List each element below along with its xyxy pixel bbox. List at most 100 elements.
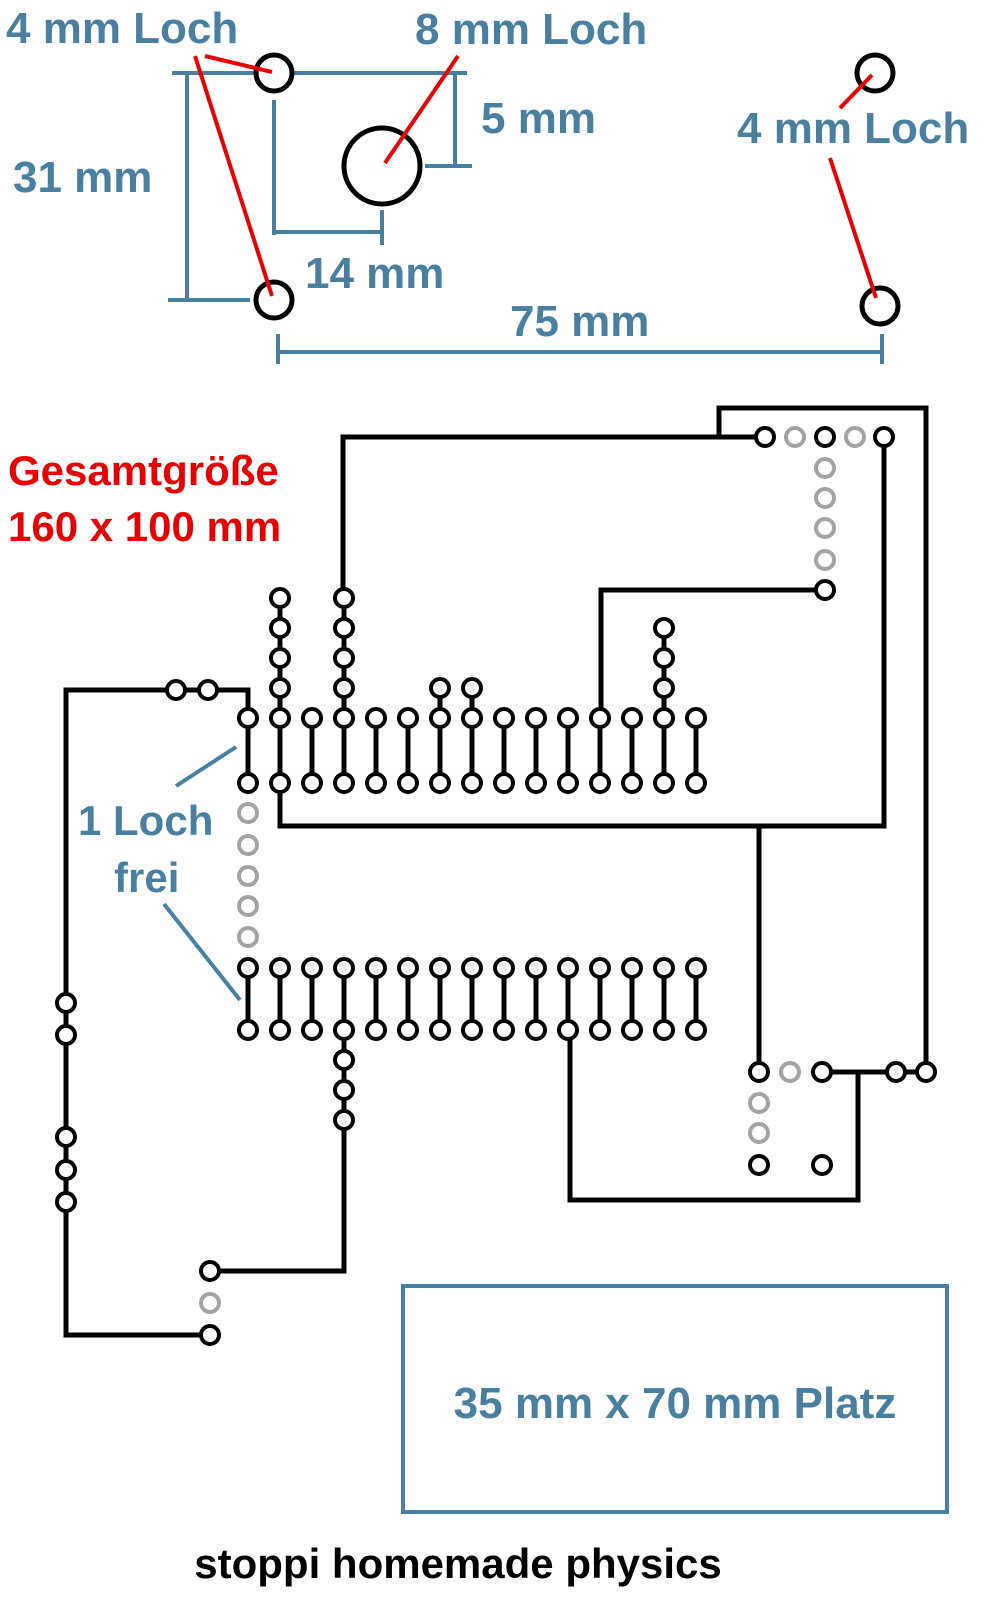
pad-br-free-3 xyxy=(748,1122,770,1144)
pad-stack-b-4 xyxy=(333,677,355,699)
pad-lower-row1-4 xyxy=(333,957,355,979)
label-total-size: Gesamtgröße xyxy=(8,447,279,494)
free-space-box xyxy=(401,1284,949,1514)
pad-stack-a-3 xyxy=(269,647,291,669)
pad-upper-row1-5 xyxy=(365,707,387,729)
pad-stack-e-1 xyxy=(653,617,675,639)
pad-br-1 xyxy=(748,1061,770,1083)
pad-upper-row1-8 xyxy=(461,707,483,729)
pad-upper-row1-1 xyxy=(237,707,259,729)
pad-upper-row2-13 xyxy=(621,772,643,794)
pads xyxy=(55,426,937,1346)
pad-left-col-4 xyxy=(55,1159,77,1181)
pad-stack-e-2 xyxy=(653,647,675,669)
pad-upper-row2-7 xyxy=(429,772,451,794)
pad-tr-2 xyxy=(814,426,836,448)
dimension-lines xyxy=(168,71,884,364)
pad-lower-row1-7 xyxy=(429,957,451,979)
pad-lower-row1-10 xyxy=(525,957,547,979)
pad-stack-d-1 xyxy=(461,677,483,699)
pad-lower-row2-7 xyxy=(429,1019,451,1041)
pad-lower-row2-11 xyxy=(557,1019,579,1041)
pad-tr-col-free-3 xyxy=(814,517,836,539)
pad-lower-row2-15 xyxy=(685,1019,707,1041)
pad-stack-c-1 xyxy=(429,677,451,699)
pad-upper-row2-6 xyxy=(397,772,419,794)
pad-lower-row1-13 xyxy=(621,957,643,979)
pad-lower-row2-4 xyxy=(333,1019,355,1041)
free-hole-pointers xyxy=(162,745,242,1002)
hole-4mm-bottom-right xyxy=(859,285,901,327)
pad-upper-row1-9 xyxy=(493,707,515,729)
pad-stack-e-3 xyxy=(653,677,675,699)
pad-left-col-1 xyxy=(55,992,77,1014)
pad-upper-row2-8 xyxy=(461,772,483,794)
pad-br-6 xyxy=(811,1154,833,1176)
trace-bottom-left xyxy=(210,1030,347,1274)
pad-lower-row1-9 xyxy=(493,957,515,979)
pad-bl-2 xyxy=(199,1324,221,1346)
label-5mm: 5 mm xyxy=(481,94,596,143)
pad-upper-row1-7 xyxy=(429,707,451,729)
pad-left-col-5 xyxy=(55,1191,77,1213)
pad-tr-col-free-2 xyxy=(814,487,836,509)
pad-lower-row1-11 xyxy=(557,957,579,979)
pad-br-free-2 xyxy=(748,1092,770,1114)
pad-stack-b-3 xyxy=(333,647,355,669)
label-4mm-hole-top-left: 4 mm Loch xyxy=(6,4,238,53)
pad-upper-row2-11 xyxy=(557,772,579,794)
pad-free-4 xyxy=(237,895,259,917)
pad-lower-row1-6 xyxy=(397,957,419,979)
pad-bl-1 xyxy=(199,1260,221,1282)
label-free-hole: 1 Loch xyxy=(78,797,213,844)
pad-lower-row1-15 xyxy=(685,957,707,979)
label-31mm: 31 mm xyxy=(13,153,152,202)
pad-stack-b-2 xyxy=(333,617,355,639)
pad-lower-stack-3 xyxy=(333,1109,355,1131)
pad-upper-row1-10 xyxy=(525,707,547,729)
trace-left-loop xyxy=(63,687,251,1338)
hole-4mm-bottom-left xyxy=(253,279,295,321)
pad-lower-stack-2 xyxy=(333,1079,355,1101)
pad-upper-row2-15 xyxy=(685,772,707,794)
pad-upper-row2-5 xyxy=(365,772,387,794)
pad-lower-row2-9 xyxy=(493,1019,515,1041)
pad-free-1 xyxy=(237,802,259,824)
hole-4mm-top-left xyxy=(253,52,295,94)
pad-lower-row2-13 xyxy=(621,1019,643,1041)
pad-br-free-1 xyxy=(779,1061,801,1083)
pad-upper-row1-12 xyxy=(589,707,611,729)
pad-upper-row2-3 xyxy=(301,772,323,794)
pad-left-col-2 xyxy=(55,1024,77,1046)
pad-stack-a-1 xyxy=(269,587,291,609)
pad-tr-1 xyxy=(754,426,776,448)
pad-lower-row2-3 xyxy=(301,1019,323,1041)
trace-top-bus xyxy=(340,434,765,598)
pad-upper-row2-12 xyxy=(589,772,611,794)
pad-br-3 xyxy=(885,1061,907,1083)
pad-upper-row1-6 xyxy=(397,707,419,729)
pointer-lines xyxy=(193,54,878,299)
pad-tr-free-1 xyxy=(784,426,806,448)
pad-lower-row1-14 xyxy=(653,957,675,979)
pad-lower-row1-8 xyxy=(461,957,483,979)
pad-upper-row2-1 xyxy=(237,772,259,794)
pad-left-1 xyxy=(165,679,187,701)
pad-lower-row2-14 xyxy=(653,1019,675,1041)
pad-bl-free xyxy=(199,1292,221,1314)
footer-credit: stoppi homemade physics xyxy=(194,1540,721,1587)
pad-stack-a-2 xyxy=(269,617,291,639)
pad-upper-row2-9 xyxy=(493,772,515,794)
label-14mm: 14 mm xyxy=(305,249,444,298)
pad-lower-row1-2 xyxy=(269,957,291,979)
mounting-holes: 4 mm Loch 8 mm Loch 5 mm 31 mm 14 mm 4 m… xyxy=(6,4,969,364)
pad-lower-row2-6 xyxy=(397,1019,419,1041)
trace-upper-right-branch xyxy=(598,587,825,718)
pad-left-col-3 xyxy=(55,1126,77,1148)
label-free-space: 35 mm x 70 mm Platz xyxy=(454,1379,897,1428)
pad-br-4 xyxy=(915,1061,937,1083)
pad-free-5 xyxy=(237,926,259,948)
pad-upper-row2-14 xyxy=(653,772,675,794)
pad-tr-col-free-4 xyxy=(814,549,836,571)
